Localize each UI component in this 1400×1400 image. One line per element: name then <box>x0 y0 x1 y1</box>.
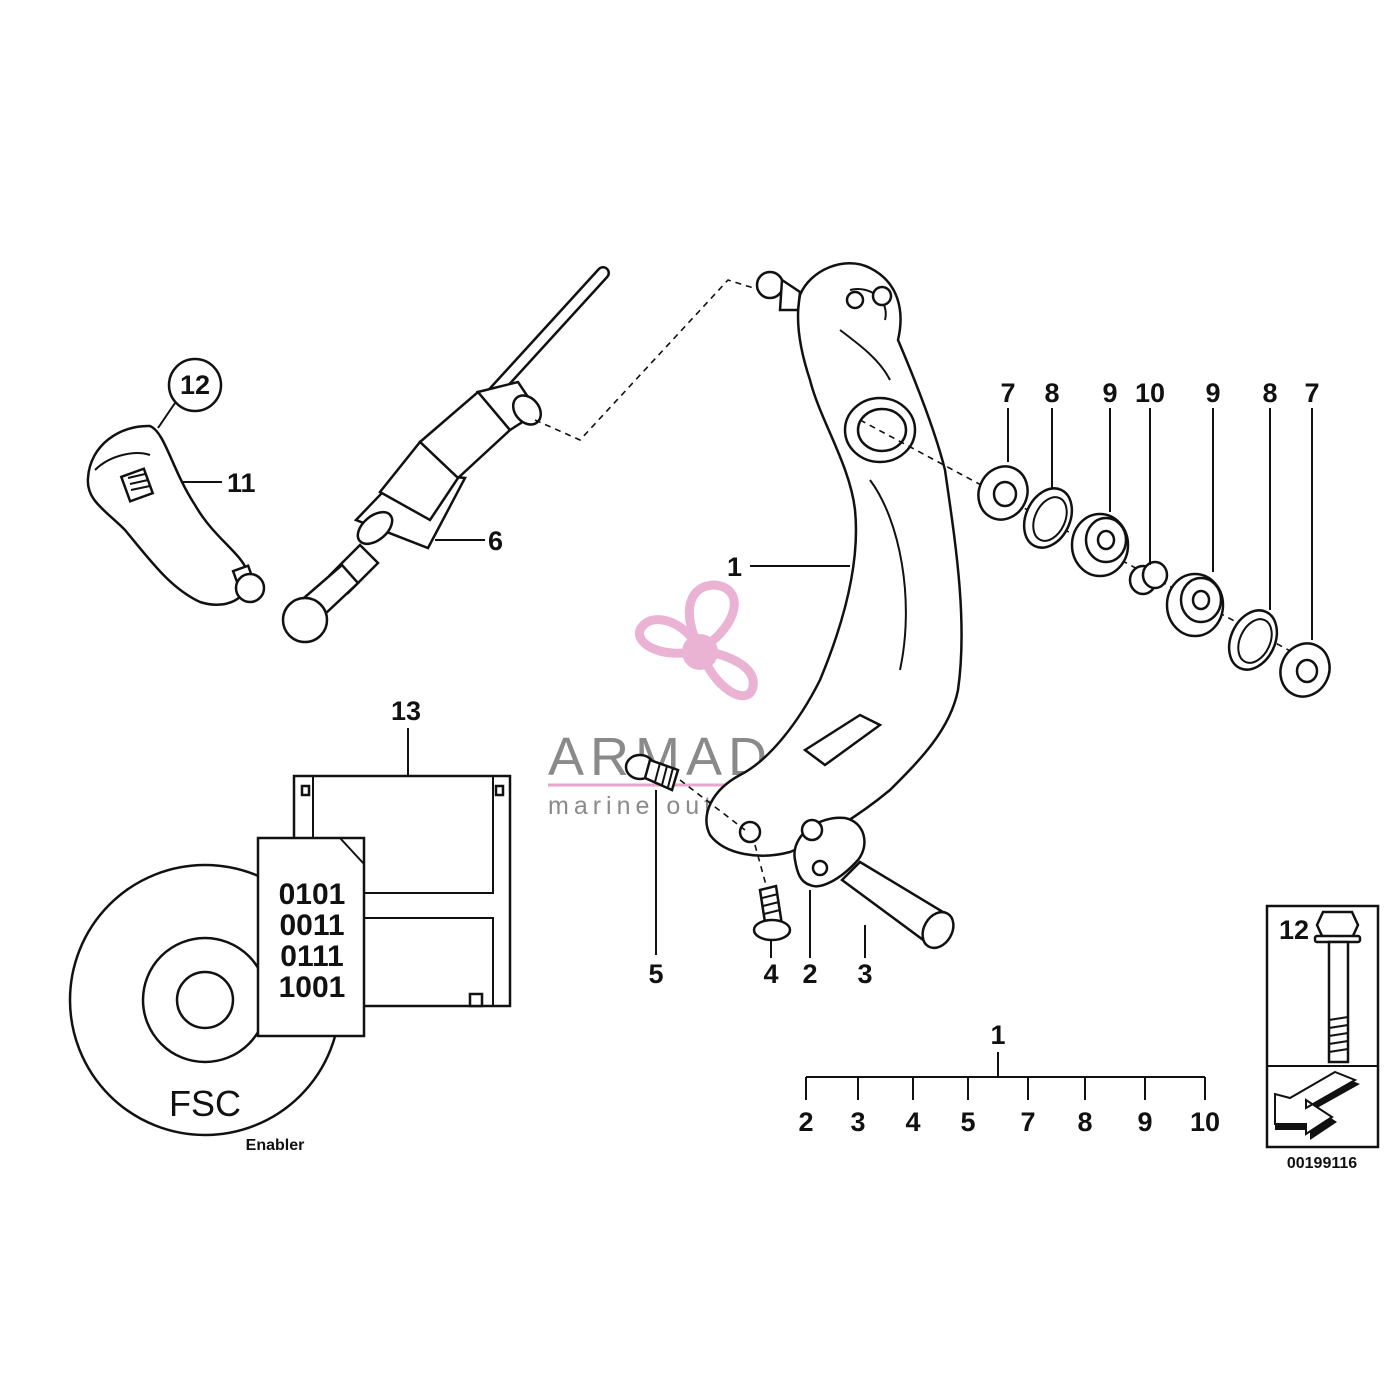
label-12: 12 <box>180 370 210 400</box>
label-7-right: 7 <box>1304 378 1319 408</box>
label-5: 5 <box>648 959 663 989</box>
part-1-shift-lever <box>705 262 963 857</box>
kit-item-label: 8 <box>1077 1107 1092 1137</box>
label-11: 11 <box>227 468 256 498</box>
kit-item-label: 10 <box>1190 1107 1220 1137</box>
part-13-software: 0101 0011 0111 1001 FSC Enabler <box>68 774 512 1154</box>
callout-circle <box>167 357 223 413</box>
disc-subtitle: Enabler <box>246 1137 305 1154</box>
part-3-foot-peg <box>840 860 955 950</box>
inset-box: 12 <box>1265 904 1380 1149</box>
kit-bracket: 1 2 3 4 5 7 8 9 10 <box>798 1020 1220 1137</box>
binary-line-4: 1001 <box>279 971 346 1004</box>
label-9-right: 9 <box>1205 378 1220 408</box>
diagram-code: 00199116 <box>1287 1155 1357 1172</box>
kit-item-label: 5 <box>960 1107 975 1137</box>
label-3: 3 <box>857 959 872 989</box>
kit-item-label: 7 <box>1020 1107 1035 1137</box>
part-9-bearing-left <box>1070 512 1130 578</box>
label-1: 1 <box>727 552 742 582</box>
label-7-left: 7 <box>1000 378 1015 408</box>
part-6-shift-rod <box>281 266 610 644</box>
part-10-spacer <box>1128 560 1169 596</box>
part-8-circlip-left <box>1022 487 1074 549</box>
label-4: 4 <box>763 959 778 989</box>
part-4-bolt <box>752 884 792 942</box>
binary-line-3: 0111 <box>280 940 343 973</box>
propeller-logo-icon <box>635 580 758 701</box>
part-7-washer-right <box>1279 642 1331 698</box>
kit-item-label: 4 <box>905 1107 920 1137</box>
label-12-group: 12 <box>157 357 223 429</box>
label-9-left: 9 <box>1102 378 1117 408</box>
inset-label-12: 12 <box>1279 915 1309 945</box>
label-8-left: 8 <box>1044 378 1059 408</box>
part-9-bearing-right <box>1165 572 1225 638</box>
part-2-pedal-plate <box>793 816 866 888</box>
kit-title: 1 <box>990 1020 1005 1050</box>
label-8-right: 8 <box>1262 378 1277 408</box>
part-7-washer-left <box>977 465 1029 521</box>
label-13: 13 <box>391 696 421 726</box>
kit-item-label: 9 <box>1137 1107 1152 1137</box>
kit-item-label: 2 <box>798 1107 813 1137</box>
part-8-circlip-right <box>1227 609 1279 671</box>
binary-line-2: 0011 <box>279 909 344 942</box>
part-11-clamp <box>86 424 266 606</box>
label-card <box>256 836 366 1038</box>
bolt-icon <box>1313 910 1362 1064</box>
disc-title: FSC <box>169 1083 241 1124</box>
kit-item-label: 3 <box>850 1107 865 1137</box>
direction-arrow-icon <box>1274 1070 1360 1140</box>
label-10: 10 <box>1135 378 1165 408</box>
label-6: 6 <box>488 526 503 556</box>
label-2: 2 <box>802 959 817 989</box>
bearing-stack <box>977 465 1331 698</box>
binary-line-1: 0101 <box>279 878 346 911</box>
part-5-screw <box>624 753 680 792</box>
